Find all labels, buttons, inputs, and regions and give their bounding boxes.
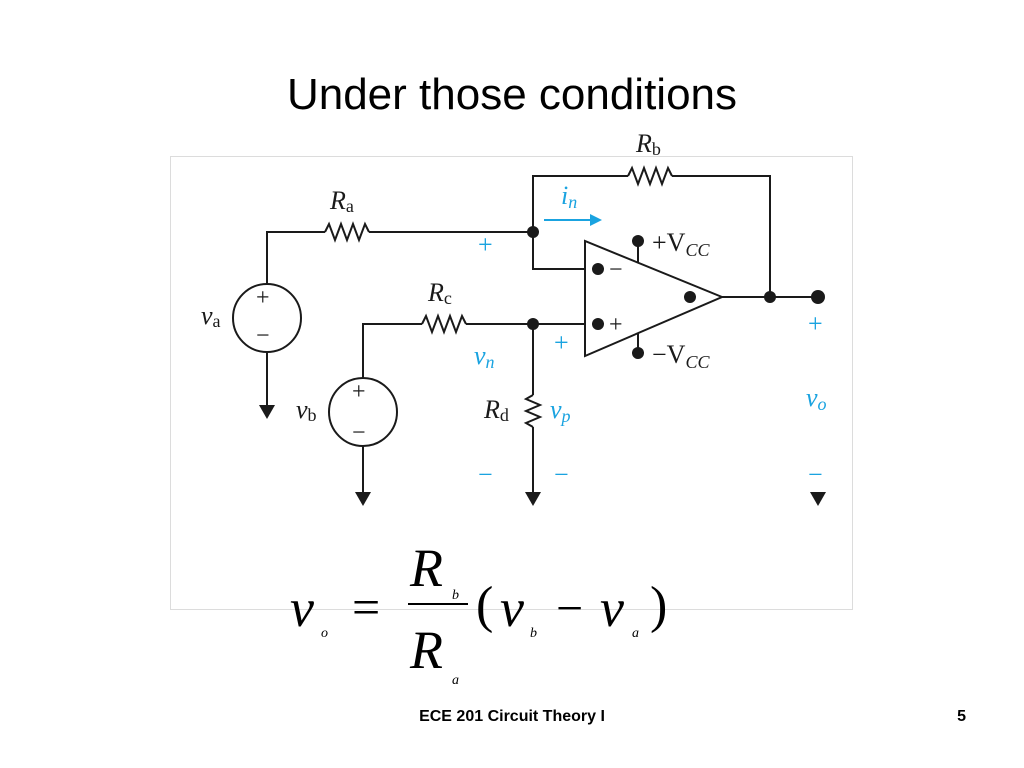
circuit-image-frame [170, 156, 853, 610]
svg-text:in: in [561, 181, 577, 212]
label-va-sub: a [213, 311, 221, 331]
label-ra: R [329, 186, 346, 215]
label-in: i [561, 181, 568, 210]
label-vcc-negative-sub: CC [685, 352, 710, 372]
label-vb: v [296, 395, 308, 424]
svg-text:Rb: Rb [635, 129, 661, 159]
label-ra-sub: a [346, 196, 354, 216]
eq-lhs-sub: o [321, 626, 328, 641]
svg-text:vn: vn [474, 341, 495, 372]
circuit-nodes [527, 226, 825, 359]
eq-minus: − [556, 582, 583, 635]
label-vcc-negative: −V [652, 340, 686, 369]
resistor-rd [523, 394, 543, 428]
label-rc: R [427, 278, 444, 307]
vp-plus-sign: + [554, 328, 569, 357]
source-vb-minus: − [352, 420, 366, 446]
footer-course-title: ECE 201 Circuit Theory I [419, 708, 605, 725]
label-rb-sub: b [652, 139, 661, 159]
resistor-rb [627, 165, 673, 187]
ground-arrow-rd [525, 492, 541, 506]
label-in-sub: n [568, 192, 577, 212]
label-vcc-positive: +V [652, 228, 686, 257]
eq-term-va: v [600, 578, 624, 638]
voltage-source-vb [328, 377, 398, 447]
label-vo: v [806, 383, 818, 412]
opamp-inverting-sign: − [609, 257, 623, 283]
svg-text:Rc: Rc [427, 278, 452, 308]
label-rd-sub: d [500, 405, 509, 425]
vn-minus-sign: − [478, 460, 493, 489]
eq-term-vb: v [500, 578, 524, 638]
slide-title: Under those conditions [286, 70, 738, 119]
eq-denominator-sub: a [452, 673, 459, 688]
current-in-arrowhead [590, 214, 602, 226]
svg-text:va: va [201, 301, 221, 331]
slide-page-number: 5 [957, 708, 966, 725]
vo-minus-sign: − [808, 460, 823, 489]
svg-text:vp: vp [550, 395, 571, 426]
label-vn-sub: n [486, 352, 495, 372]
svg-text:vb: vb [296, 395, 317, 425]
ground-arrow-output [810, 492, 826, 506]
svg-text:+VCC: +VCC [652, 228, 710, 260]
op-amp-symbol [584, 239, 725, 358]
svg-text:−VCC: −VCC [652, 340, 710, 372]
source-vb-plus: + [352, 379, 366, 405]
label-vp: v [550, 395, 562, 424]
eq-term-vb-sub: b [530, 626, 537, 641]
eq-lhs-v: v [290, 578, 314, 638]
eq-numerator-sub: b [452, 588, 459, 603]
resistor-rc [421, 313, 467, 335]
resistor-ra [324, 221, 370, 243]
voltage-source-va [232, 283, 302, 353]
vo-plus-sign: + [808, 309, 823, 338]
label-rb: R [635, 129, 652, 158]
svg-text:Ra: Ra [329, 186, 354, 216]
eq-term-va-sub: a [632, 626, 639, 641]
eq-denominator-r: R [409, 620, 443, 680]
ground-arrow-va [259, 405, 275, 419]
eq-equals: = [352, 579, 380, 635]
label-va: v [201, 301, 213, 330]
label-rc-sub: c [444, 288, 452, 308]
eq-paren-close: ) [650, 577, 667, 634]
label-vb-sub: b [308, 405, 317, 425]
source-va-minus: − [256, 323, 270, 349]
svg-text:vo: vo [806, 383, 827, 414]
vp-minus-sign: − [554, 460, 569, 489]
label-vp-sub: p [560, 406, 571, 426]
label-rd: R [483, 395, 500, 424]
label-vo-sub: o [818, 394, 827, 414]
vn-plus-sign: + [478, 230, 493, 259]
source-va-plus: + [256, 285, 270, 311]
ground-arrow-vb [355, 492, 371, 506]
eq-paren-open: ( [476, 577, 493, 634]
eq-numerator-r: R [409, 538, 443, 598]
label-vn: v [474, 341, 486, 370]
svg-text:Rd: Rd [483, 395, 509, 425]
opamp-noninverting-sign: + [609, 312, 623, 338]
label-vcc-positive-sub: CC [685, 240, 710, 260]
